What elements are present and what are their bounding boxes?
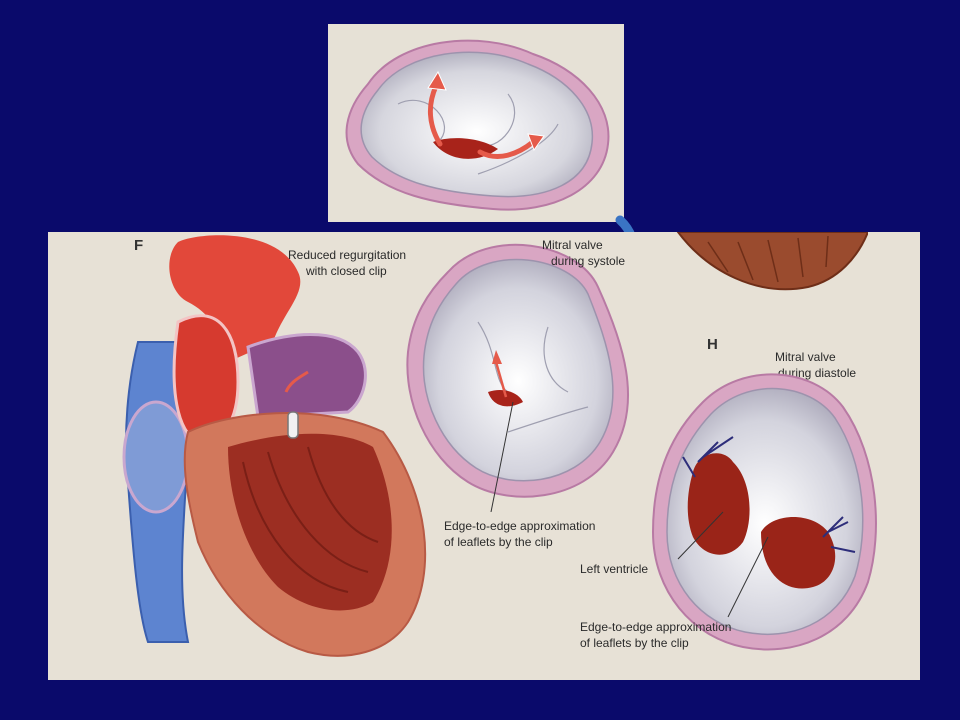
top-valve-panel [328,24,624,222]
regurgitation-arrow-up [428,83,443,147]
left-ventricle-label: Left ventricle [580,562,649,576]
edge-approx-mid-label-line2: of leaflets by the clip [444,535,553,549]
mitra-clip-icon [287,411,299,439]
reduced-regurgitation-label-line1: Reduced regurgitation [288,248,407,262]
systole-label-line2: during systole [551,254,626,268]
regurgitation-arrow-right [477,139,536,159]
panel-letter-h: H [707,336,718,353]
top-valve-illustration [345,39,610,211]
panel-letter-f: F [134,237,144,254]
reduced-regurgitation-label-line2: with closed clip [306,264,387,278]
edge-approx-bottom-label-line2: of leaflets by the clip [580,636,689,650]
diastole-label-line2: during diastole [778,366,857,380]
systole-valve-illustration [406,243,630,512]
main-illustration-panel: F Reduced regurgitation with closed clip… [48,232,920,680]
diastole-label-line1: Mitral valve [775,350,836,364]
partial-heart-illustration [676,232,868,291]
edge-approx-bottom-label-line1: Edge-to-edge approximation [580,620,732,634]
edge-approx-mid-label-line1: Edge-to-edge approximation [444,519,596,533]
diastole-valve-illustration [651,373,877,651]
heart-cross-section-illustration [122,235,427,657]
systole-label-line1: Mitral valve [542,238,603,252]
